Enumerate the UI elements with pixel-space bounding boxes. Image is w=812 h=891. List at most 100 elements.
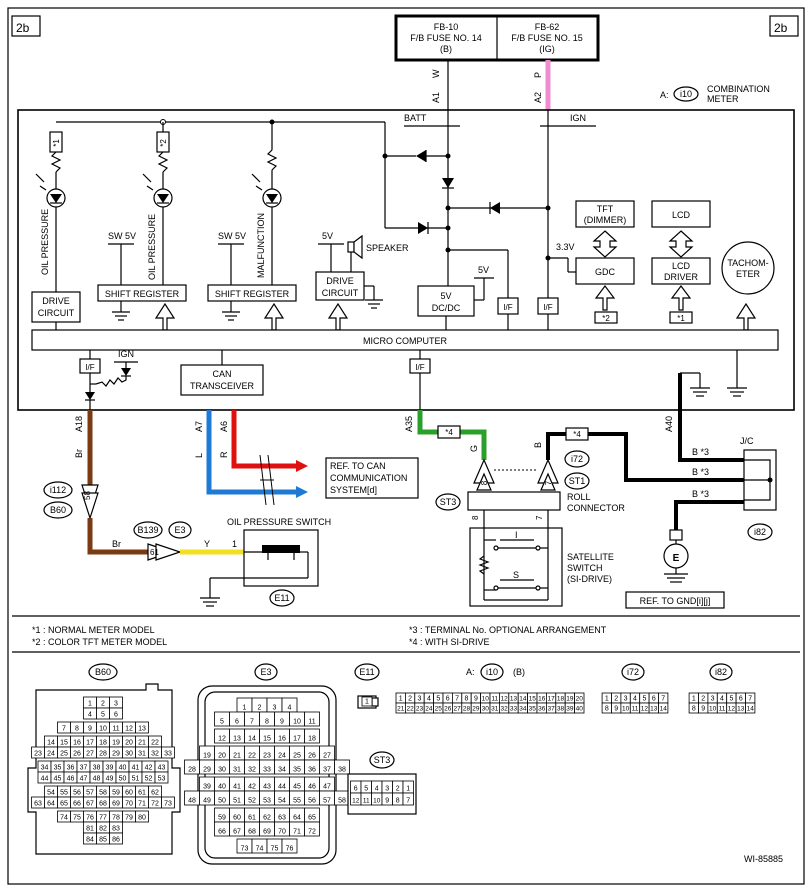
- arrow-drive: [327, 302, 349, 331]
- pin-number: 75: [271, 846, 279, 853]
- cv-i10-title: i10: [486, 667, 498, 677]
- code-br-1: Br: [74, 449, 84, 458]
- pin-cell: [109, 707, 123, 720]
- pin-number: 72: [151, 801, 159, 808]
- pin-cell: [161, 746, 175, 759]
- pin-number: 28: [463, 706, 471, 713]
- tft-l2: (DIMMER): [584, 215, 627, 225]
- arrow-shift-1: [154, 302, 176, 331]
- pin-1-oil: 1: [232, 539, 237, 549]
- can-l2: TRANSCEIVER: [190, 381, 255, 391]
- drive-circuit-left: [31, 291, 81, 323]
- dcdc-box: [417, 285, 475, 317]
- pin-number: 60: [233, 815, 241, 822]
- pin-number: 7: [250, 719, 254, 726]
- tachometer: [721, 241, 775, 295]
- conn-i72: i72: [571, 454, 583, 464]
- pin-number: 57: [86, 790, 94, 797]
- pin-cell: [574, 702, 585, 714]
- pin-number: 17: [293, 736, 301, 743]
- pin-number: 24: [425, 706, 433, 713]
- pin-number: 28: [188, 767, 196, 774]
- jc-b3-3: B *3: [692, 489, 709, 499]
- code-a18: A18: [74, 416, 84, 432]
- pin-number: 58: [99, 790, 107, 797]
- pin-number: 17: [86, 740, 94, 747]
- gnd-ref-box: [625, 591, 725, 609]
- fuse-2-line1: FB-62: [535, 22, 560, 32]
- pin-number: 43: [263, 784, 271, 791]
- page-border: [7, 7, 805, 885]
- pin-number: 6: [114, 712, 118, 719]
- arrow-gdc: [594, 285, 616, 311]
- pin-number: 34: [519, 706, 527, 713]
- pin-number: 36: [538, 706, 546, 713]
- note-1: *1 : NORMAL METER MODEL: [32, 625, 155, 635]
- pin-number: 15: [60, 740, 68, 747]
- code-a6: A6: [219, 421, 229, 432]
- pin-number: 70: [278, 829, 286, 836]
- meter-prefix: A:: [660, 90, 669, 100]
- pin-number: 75: [73, 815, 81, 822]
- star2-lamp: *2: [159, 139, 168, 147]
- label-malfunction: MALFUNCTION: [256, 213, 266, 278]
- note-3: *3 : TERMINAL No. OPTIONAL ARRANGEMENT: [409, 625, 607, 635]
- tft-dimmer-box: [575, 200, 635, 228]
- pin-7-top: 7: [544, 480, 553, 485]
- pin-number: 21: [397, 706, 405, 713]
- pin-number: 22: [406, 706, 414, 713]
- pin-cell: [109, 832, 123, 845]
- jc-b3-2: B *3: [692, 467, 709, 477]
- meter-code: i10: [680, 89, 692, 99]
- pin-number: 52: [145, 776, 153, 783]
- pin-number: 6: [652, 696, 656, 703]
- pin-number: 52: [248, 798, 256, 805]
- pin-number: 6: [739, 696, 743, 703]
- pin-number: 83: [112, 826, 120, 833]
- pin-number: 64: [47, 801, 55, 808]
- pin-number: 68: [248, 829, 256, 836]
- fuse-1-line1: FB-10: [434, 22, 459, 32]
- gdc-label: GDC: [595, 267, 616, 277]
- pin-number: 26: [308, 753, 316, 760]
- pin-number: 13: [233, 736, 241, 743]
- drive-circuit-left-l1: DRIVE: [42, 296, 70, 306]
- pin-number: 12: [352, 798, 360, 805]
- pin-number: 25: [60, 751, 68, 758]
- pin-number: 64: [293, 815, 301, 822]
- pin-number: 25: [293, 753, 301, 760]
- pin-number: 11: [719, 706, 726, 713]
- pin-number: 41: [132, 765, 140, 772]
- pin-number: 11: [491, 696, 498, 703]
- pin-number: 31: [138, 751, 146, 758]
- pin-cell: [154, 771, 169, 784]
- can-ref-l1: REF. TO CAN: [330, 461, 386, 471]
- label-speaker: SPEAKER: [366, 243, 409, 253]
- pin-number: 51: [233, 798, 241, 805]
- pin-number: 9: [614, 706, 618, 713]
- page-ref-box-left: [11, 15, 41, 37]
- pin-number: 15: [263, 736, 271, 743]
- lcd-box: [651, 200, 711, 228]
- pin-number: 79: [125, 815, 133, 822]
- pin-number: 44: [278, 784, 286, 791]
- pin-number: 71: [293, 829, 301, 836]
- pin-number: 34: [41, 765, 49, 772]
- pin-number: 14: [519, 696, 527, 703]
- pin-number: 13: [138, 726, 146, 733]
- pin-number: 41: [233, 784, 241, 791]
- roll-l2: CONNECTOR: [567, 503, 625, 513]
- page-ref-right: 2b: [774, 21, 788, 35]
- cv-e3-title: E3: [260, 667, 271, 677]
- code-a7: A7: [194, 421, 204, 432]
- cv-e11-title: E11: [359, 667, 374, 677]
- pin-number: 38: [557, 706, 565, 713]
- pin-number: 37: [80, 765, 88, 772]
- pin-number: 8: [396, 798, 400, 805]
- page-ref-box-right: [769, 15, 799, 37]
- pin-cell: [161, 796, 175, 809]
- pin-8-top: 8: [480, 480, 489, 485]
- pin-number: 47: [80, 776, 88, 783]
- oil-switch-contact: [262, 545, 300, 553]
